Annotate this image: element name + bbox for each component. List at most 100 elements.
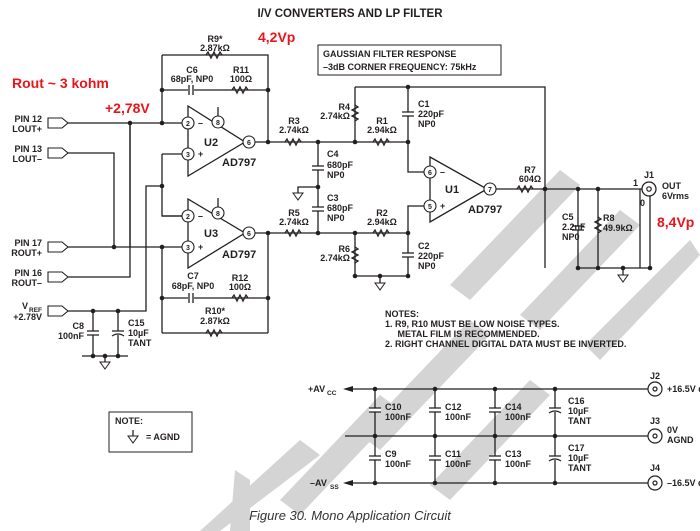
svg-text:= AGND: = AGND (146, 432, 180, 442)
svg-text:NOTES:: NOTES: (385, 309, 419, 319)
svg-text:C15: C15 (128, 318, 145, 328)
svg-text:680pF: 680pF (327, 203, 354, 213)
svg-text:100Ω: 100Ω (230, 74, 252, 84)
svg-text:10µF: 10µF (568, 406, 589, 416)
svg-text:2.87kΩ: 2.87kΩ (200, 43, 230, 53)
svg-text:2.94kΩ: 2.94kΩ (367, 125, 397, 135)
agnd-note-box: NOTE: = AGND (108, 411, 193, 453)
svg-text:68pF, NP0: 68pF, NP0 (171, 74, 214, 84)
annotation-u2out: 4,2Vp (258, 29, 295, 45)
svg-text:2.87kΩ: 2.87kΩ (200, 316, 230, 326)
svg-text:6: 6 (428, 170, 432, 177)
svg-text:AD797: AD797 (222, 157, 256, 169)
svg-text:LOUT–: LOUT– (12, 154, 42, 164)
svg-text:REF: REF (29, 307, 42, 314)
input-pin-13: PIN 13 LOUT– (12, 144, 69, 164)
svg-text:2. RIGHT CHANNEL DIGITAL DATA: 2. RIGHT CHANNEL DIGITAL DATA MUST BE IN… (385, 339, 626, 349)
svg-text:–3dB CORNER FREQUENCY: 75kHz: –3dB CORNER FREQUENCY: 75kHz (323, 62, 477, 72)
svg-text:PIN 16: PIN 16 (14, 268, 42, 278)
svg-text:–: – (440, 167, 445, 177)
svg-text:680pF: 680pF (327, 160, 354, 170)
svg-text:R4: R4 (338, 102, 350, 112)
svg-text:100Ω: 100Ω (229, 282, 251, 292)
svg-text:100nF: 100nF (385, 412, 412, 422)
svg-text:C14: C14 (505, 402, 522, 412)
svg-text:3: 3 (186, 152, 190, 159)
svg-text:–: – (198, 118, 203, 128)
annotation-rout: Rout ~ 3 kohm (12, 75, 109, 91)
svg-text:8: 8 (216, 120, 220, 127)
svg-text:PIN 17: PIN 17 (14, 238, 42, 248)
svg-text:NP0: NP0 (562, 232, 580, 242)
svg-text:J1: J1 (644, 170, 654, 180)
input-pin-12: PIN 12 LOUT+ (12, 114, 69, 134)
input-vref: V REF +2.78V (13, 301, 69, 322)
wiring (68, 54, 650, 362)
svg-text:+: + (440, 201, 445, 211)
svg-text:R10*: R10* (205, 306, 226, 316)
svg-text:+AV: +AV (308, 384, 325, 394)
svg-text:ROUT+: ROUT+ (11, 248, 42, 258)
svg-text:TANT: TANT (568, 463, 592, 473)
svg-text:2.74kΩ: 2.74kΩ (279, 217, 309, 227)
svg-text:0: 0 (640, 198, 645, 208)
svg-text:1. R9, R10 MUST BE LOW NOISE: 1. R9, R10 MUST BE LOW NOISE TYPES. (385, 319, 560, 329)
svg-text:1: 1 (633, 178, 638, 188)
opamp-u1: 6 5 7 –+ U1 AD797 (423, 155, 502, 224)
svg-text:100nF: 100nF (445, 459, 472, 469)
svg-text:METAL FILM IS RECOMMENDED.: METAL FILM IS RECOMMENDED. (385, 329, 540, 339)
svg-text:5: 5 (428, 204, 432, 211)
svg-text:V: V (22, 301, 28, 311)
svg-text:PIN 13: PIN 13 (14, 144, 42, 154)
jack-j3: J3 0V AGND (647, 416, 694, 445)
annotation-vin: +2,78V (105, 100, 150, 116)
svg-text:SS: SS (330, 484, 339, 491)
svg-text:C1: C1 (418, 99, 430, 109)
svg-text:2.2nF: 2.2nF (562, 222, 586, 232)
input-pin-17: PIN 17 ROUT+ (11, 238, 69, 258)
svg-text:C6: C6 (186, 65, 198, 75)
svg-text:TANT: TANT (128, 338, 152, 348)
svg-text:+2.78V: +2.78V (13, 312, 42, 322)
svg-text:U2: U2 (204, 137, 218, 149)
svg-text:NOTE:: NOTE: (115, 416, 143, 426)
svg-text:6: 6 (247, 231, 251, 238)
ground-symbols (99, 192, 629, 370)
svg-text:J3: J3 (650, 416, 660, 426)
resistors (205, 50, 603, 338)
annotation-jout: 8,4Vp (657, 214, 694, 230)
svg-text:C5: C5 (562, 212, 574, 222)
svg-text:C8: C8 (72, 321, 84, 331)
svg-text:NP0: NP0 (327, 213, 345, 223)
svg-text:C3: C3 (327, 193, 339, 203)
svg-text:AGND: AGND (667, 435, 694, 445)
svg-text:–AV: –AV (310, 478, 327, 488)
svg-text:R12: R12 (232, 273, 249, 283)
svg-text:100nF: 100nF (58, 331, 85, 341)
svg-text:LOUT+: LOUT+ (12, 124, 42, 134)
svg-text:6Vrms: 6Vrms (662, 191, 689, 201)
svg-text:220pF: 220pF (418, 251, 445, 261)
svg-text:C9: C9 (385, 449, 397, 459)
svg-text:C4: C4 (327, 149, 339, 159)
opamp-u2: 2 3 8 6 –+ U2 AD797 (181, 104, 256, 178)
svg-text:C13: C13 (505, 449, 522, 459)
figure-caption: Figure 30. Mono Application Circuit (249, 508, 452, 523)
svg-text:R11: R11 (233, 65, 249, 75)
svg-text:2.74kΩ: 2.74kΩ (320, 253, 350, 263)
svg-text:CC: CC (327, 390, 337, 397)
svg-text:7: 7 (488, 187, 492, 194)
svg-text:10µF: 10µF (568, 453, 589, 463)
svg-text:68pF, NP0: 68pF, NP0 (172, 281, 215, 291)
svg-text:–16.5V dc: –16.5V dc (667, 478, 700, 488)
svg-text:GAUSSIAN FILTER RESPONSE: GAUSSIAN FILTER RESPONSE (323, 49, 456, 59)
diagram-title: I/V CONVERTERS AND LP FILTER (257, 8, 443, 20)
svg-text:AD797: AD797 (222, 249, 256, 261)
output-jack-j1: J1 1 0 OUT 6Vrms (598, 170, 689, 268)
svg-text:604Ω: 604Ω (519, 174, 541, 184)
svg-text:6: 6 (247, 140, 251, 147)
svg-text:+: + (198, 242, 203, 252)
svg-text:TANT: TANT (568, 416, 592, 426)
svg-text:R5: R5 (288, 208, 300, 218)
